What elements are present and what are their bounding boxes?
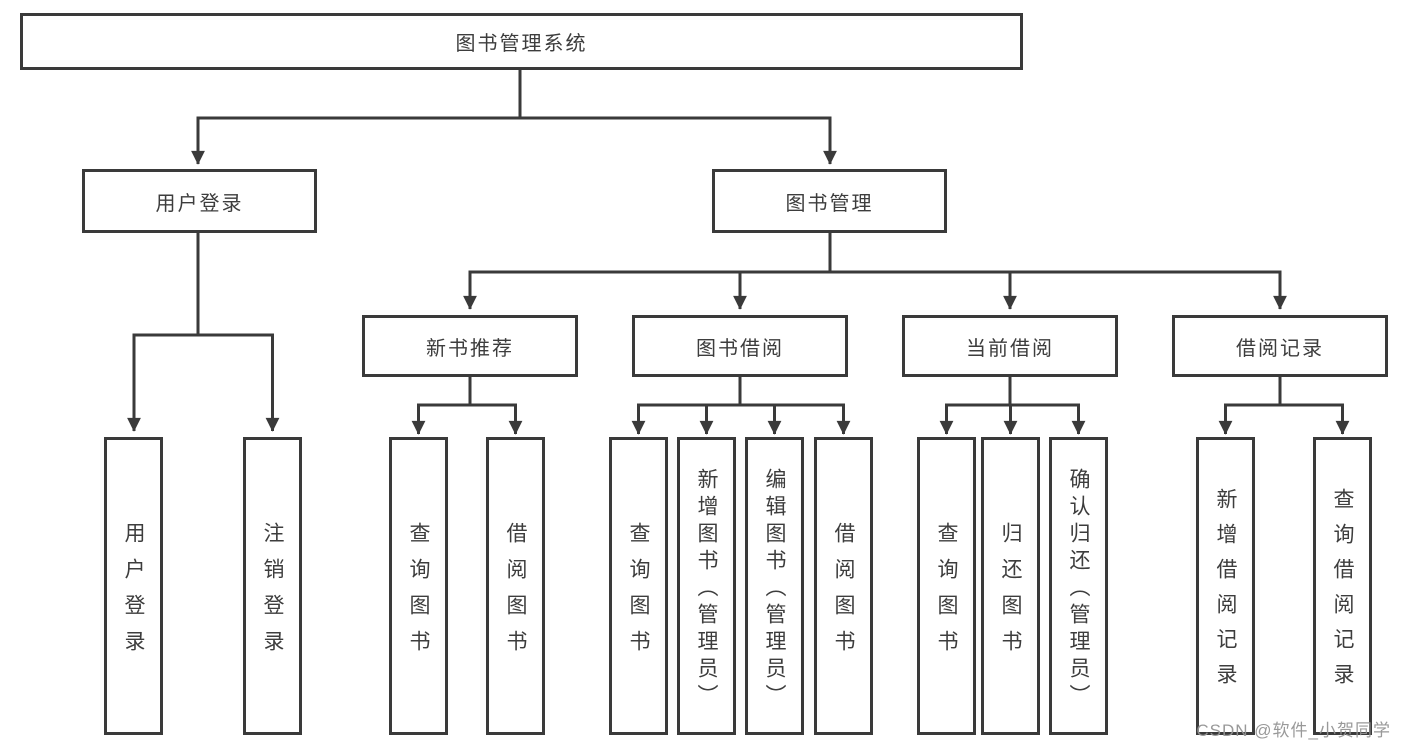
leaf-edit-book-admin-label: 编辑图书（管理员）	[763, 467, 786, 711]
leaf-borrow-books-recommend-label: 借阅图书	[504, 521, 527, 666]
node-user-login: 用户登录	[82, 169, 317, 233]
leaf-query-books-borrow: 查询图书	[609, 437, 668, 735]
node-book-borrow: 图书借阅	[632, 315, 848, 377]
connector-new-book-split	[411, 377, 523, 435]
connector-current-borrow-split	[939, 377, 1086, 435]
leaf-confirm-return-admin-label: 确认归还（管理员）	[1067, 467, 1090, 711]
node-new-book-recommend: 新书推荐	[362, 315, 578, 377]
csdn-watermark: CSDN @软件_小贺同学	[1196, 721, 1391, 740]
leaf-add-borrow-record-label: 新增借阅记录	[1214, 488, 1237, 698]
connector-root-split	[191, 69, 837, 165]
node-current-borrow: 当前借阅	[902, 315, 1118, 377]
node-borrow-records: 借阅记录	[1172, 315, 1388, 377]
leaf-borrow-books-label: 借阅图书	[832, 521, 855, 666]
node-book-management: 图书管理	[712, 169, 947, 233]
connector-book-management-split	[463, 233, 1287, 310]
leaf-return-book: 归还图书	[981, 437, 1040, 735]
connector-borrow-record-split	[1218, 377, 1350, 435]
node-library-management-system: 图书管理系统	[20, 13, 1023, 70]
leaf-query-books-borrow-label: 查询图书	[627, 521, 650, 666]
leaf-confirm-return-admin: 确认归还（管理员）	[1049, 437, 1108, 735]
leaf-user-login-label: 用户登录	[122, 521, 145, 666]
leaf-borrow-books: 借阅图书	[814, 437, 873, 735]
leaf-query-books-current-label: 查询图书	[935, 521, 958, 666]
connector-book-borrow-split	[631, 377, 851, 435]
leaf-edit-book-admin: 编辑图书（管理员）	[745, 437, 804, 735]
leaf-logout-label: 注销登录	[261, 521, 284, 666]
leaf-add-book-admin: 新增图书（管理员）	[677, 437, 736, 735]
leaf-query-books-recommend: 查询图书	[389, 437, 448, 735]
leaf-query-books-current: 查询图书	[917, 437, 976, 735]
leaf-query-books-recommend-label: 查询图书	[407, 521, 430, 666]
leaf-logout: 注销登录	[243, 437, 302, 735]
leaf-query-borrow-record: 查询借阅记录	[1313, 437, 1372, 735]
leaf-borrow-books-recommend: 借阅图书	[486, 437, 545, 735]
leaf-user-login: 用户登录	[104, 437, 163, 735]
connector-user-login-split	[127, 233, 280, 432]
leaf-query-borrow-record-label: 查询借阅记录	[1331, 488, 1354, 698]
leaf-add-borrow-record: 新增借阅记录	[1196, 437, 1255, 735]
leaf-add-book-admin-label: 新增图书（管理员）	[695, 467, 718, 711]
leaf-return-book-label: 归还图书	[999, 521, 1022, 666]
